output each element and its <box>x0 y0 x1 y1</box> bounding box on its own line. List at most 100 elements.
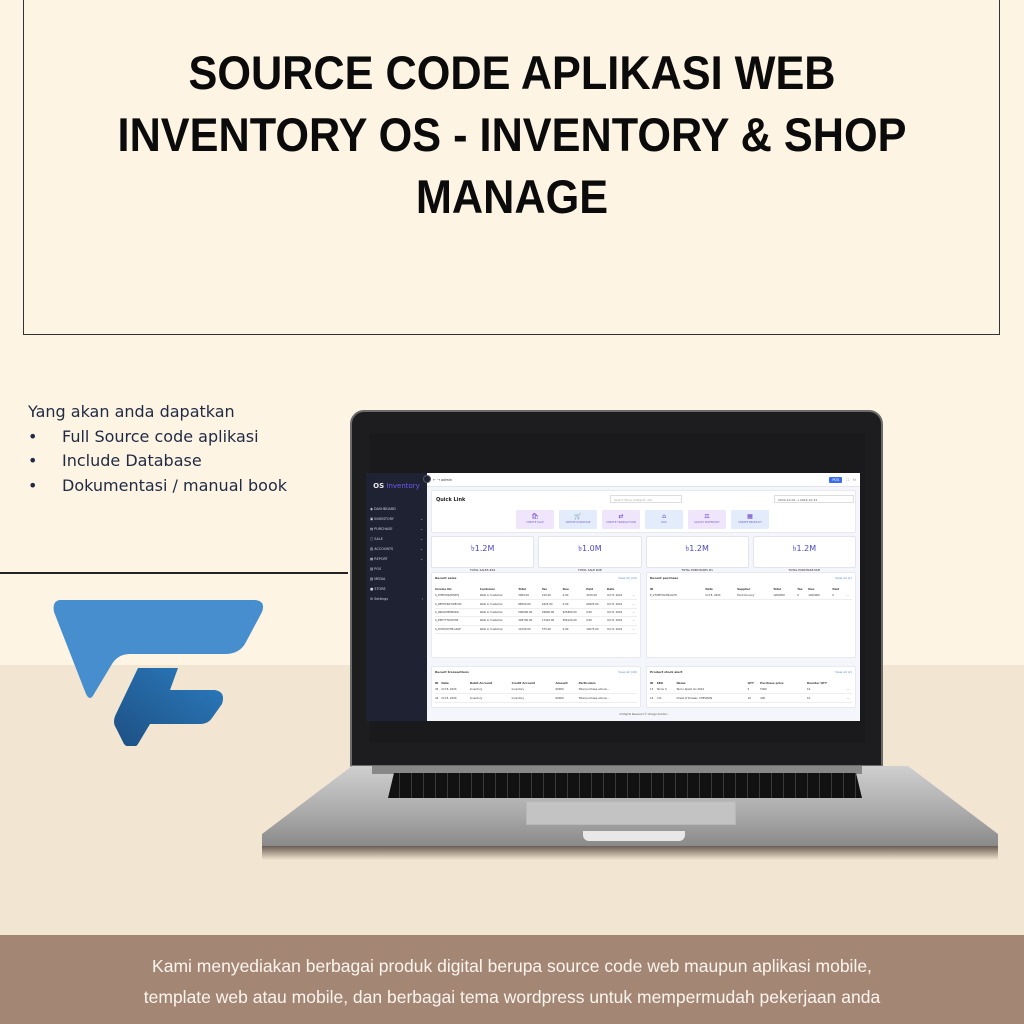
view-all-sales-link[interactable]: View all (10) <box>618 576 637 580</box>
footer-line-2: template web atau mobile, dan berbagai t… <box>143 987 881 1007</box>
title-line-1: SOURCE CODE APLIKASI WEB <box>188 46 836 99</box>
title-frame <box>23 0 1000 335</box>
fullscreen-icon[interactable]: ⛶ <box>846 477 849 482</box>
laptop-hinge <box>372 766 862 774</box>
shopping-bag-icon: 🛍 <box>531 513 539 520</box>
main-content: ← → admin POS ⛶ ⚇ Quick Link Select Stor… <box>427 473 860 721</box>
sidebar-item-report[interactable]: ▦ REPORT⌄ <box>366 554 427 564</box>
create-sale-button[interactable]: 🛍CREATE SALE <box>516 510 554 529</box>
more-icon[interactable]: ⋯ <box>846 592 852 601</box>
features-list: Yang akan anda dapatkan •Full Source cod… <box>28 400 287 498</box>
view-all-purchase-link[interactable]: View all (1) <box>835 576 852 580</box>
more-icon[interactable]: ⋯ <box>632 616 637 626</box>
report-icon: ▦ <box>370 557 374 561</box>
sidebar-collapse-button[interactable] <box>423 475 431 483</box>
more-icon[interactable]: ⋯ <box>632 625 637 634</box>
breadcrumb-admin[interactable]: admin <box>441 477 453 482</box>
product-icon: ▦ <box>747 513 753 520</box>
quick-link-card: Quick Link Select Store (Default: All) 2… <box>431 490 856 533</box>
topbar: ← → admin POS ⛶ ⚇ <box>427 473 860 487</box>
view-all-stock-link[interactable]: View all (2) <box>835 670 852 674</box>
dashboard-icon: ◉ <box>370 507 373 511</box>
more-icon[interactable]: ⋯ <box>632 592 637 601</box>
user-icon[interactable]: ⚇ <box>852 477 856 482</box>
adjust-inventory-button[interactable]: ⚖ADJUST INVENTORY <box>688 510 726 529</box>
create-product-button[interactable]: ▦CREATE PRODUCT <box>731 510 769 529</box>
sidebar-item-pos[interactable]: ▧ POS <box>370 567 382 571</box>
date-range-picker[interactable]: 2024-10-01 → 2024-10-31 <box>774 495 854 503</box>
sidebar-item-inventory[interactable]: ▣ INVENTORY⌄ <box>366 514 427 524</box>
chevron-down-icon: ⌄ <box>420 547 423 551</box>
bullet-icon: • <box>28 475 38 495</box>
chevron-down-icon: ⌄ <box>420 517 423 521</box>
feature-item: •Include Database <box>28 449 287 474</box>
chevron-down-icon: ⌄ <box>420 527 423 531</box>
footer-band: Kami menyediakan berbagai produk digital… <box>0 935 1024 1024</box>
pos-button[interactable]: POS <box>829 476 843 483</box>
adjust-icon: ⚖ <box>704 513 710 520</box>
pos-quick-button[interactable]: ⌂POS <box>645 510 683 529</box>
chevron-right-icon: › <box>421 597 423 601</box>
back-icon[interactable]: ← <box>433 477 436 482</box>
sidebar-item-media[interactable]: ▨ MEDIA <box>370 577 386 581</box>
more-icon[interactable]: ⋯ <box>846 686 852 695</box>
sale-icon: ▢ <box>370 537 374 541</box>
laptop-notch <box>583 831 685 841</box>
bullet-icon: • <box>28 451 38 470</box>
sidebar-item-sale[interactable]: ▢ SALE⌄ <box>366 534 427 544</box>
more-icon[interactable]: ⋯ <box>846 693 852 703</box>
chevron-down-icon: ⌄ <box>420 557 423 561</box>
laptop-shadow <box>262 846 998 860</box>
app-window: OS Inventory ◉ DASHBOARD ▣ INVENTORY⌄ ▤ … <box>366 473 860 721</box>
sidebar-item-dashboard[interactable]: ◉ DASHBOARD <box>370 507 396 511</box>
app-brand: OS Inventory <box>373 482 420 490</box>
forward-icon[interactable]: → <box>437 477 440 482</box>
store-icon: ■ <box>370 587 374 591</box>
create-transaction-button[interactable]: ⇄CREATE TRANSACTION <box>602 510 640 529</box>
more-icon[interactable]: ⋯ <box>632 599 637 609</box>
sidebar-item-store[interactable]: ■ STORE <box>370 587 386 591</box>
feature-item: •Dokumentasi / manual book <box>28 474 287 499</box>
footer-line-1: Kami menyediakan berbagai produk digital… <box>152 956 872 976</box>
divider-line <box>0 572 348 574</box>
purchase-icon: ▤ <box>370 527 374 531</box>
transaction-icon: ⇄ <box>618 513 624 520</box>
more-icon[interactable]: ⋯ <box>632 608 637 618</box>
accounts-icon: ▥ <box>370 547 374 551</box>
brand-logo-icon <box>53 600 264 746</box>
store-select[interactable]: Select Store (Default: All) <box>610 495 682 503</box>
title-line-3: MANAGE <box>415 170 609 223</box>
pos-icon: ▧ <box>370 567 374 571</box>
features-heading: Yang akan anda dapatkan <box>28 402 235 421</box>
quick-link-buttons: 🛍CREATE SALE 🛒CREATE PURCHASE ⇄CREATE TR… <box>516 510 769 529</box>
sidebar-item-settings[interactable]: ⚙ Settings› <box>366 594 427 604</box>
sidebar: OS Inventory ◉ DASHBOARD ▣ INVENTORY⌄ ▤ … <box>366 473 427 721</box>
sidebar-item-accounts[interactable]: ▥ ACCOUNTS⌄ <box>366 544 427 554</box>
view-all-transactions-link[interactable]: View all (40) <box>618 670 637 674</box>
gear-icon: ⚙ <box>370 597 374 601</box>
inventory-icon: ▣ <box>370 517 374 521</box>
sidebar-item-purchase[interactable]: ▤ PURCHASE⌄ <box>366 524 427 534</box>
create-purchase-button[interactable]: 🛒CREATE PURCHASE <box>559 510 597 529</box>
